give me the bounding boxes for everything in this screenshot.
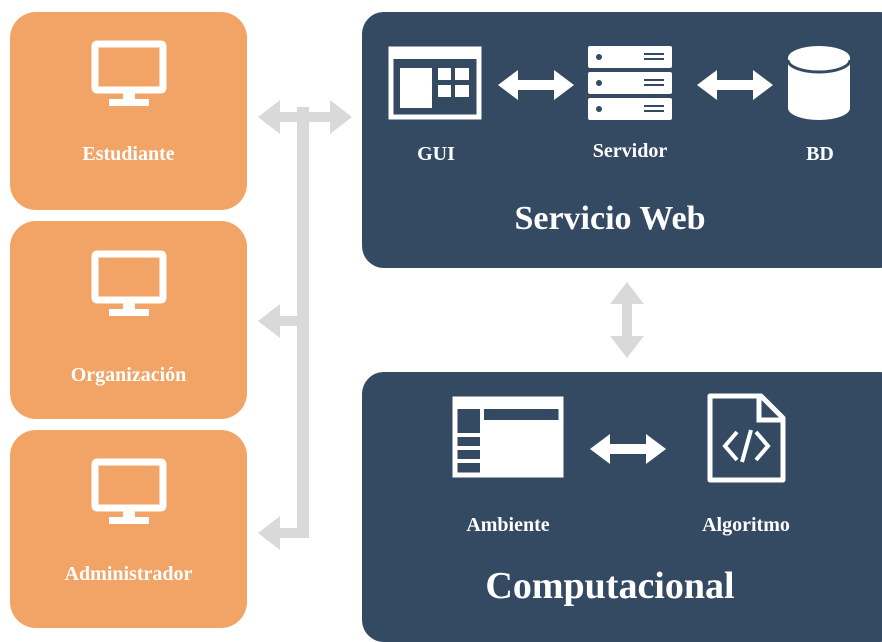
database-icon	[786, 46, 852, 120]
client-label: Administrador	[64, 563, 193, 585]
node-label-ambiente: Ambiente	[466, 514, 550, 536]
web-service-title: Servicio Web	[514, 200, 706, 237]
computational-panel	[362, 372, 882, 642]
arrow-left-head-middle	[258, 304, 280, 338]
double-arrow-icon	[498, 70, 574, 100]
monitor-icon	[91, 40, 167, 106]
client-box-estudiante: Estudiante	[10, 12, 247, 210]
client-label: Estudiante	[82, 143, 175, 165]
double-arrow-icon	[590, 434, 666, 464]
gui-window-icon	[388, 46, 482, 120]
arrow-up-head	[610, 282, 644, 304]
table-grid-icon	[452, 396, 564, 478]
arrow-right-head-top	[330, 100, 352, 134]
client-box-administrador: Administrador	[10, 430, 247, 628]
arrow-clients-to-web-shaft	[276, 112, 332, 122]
computational-title: Computacional	[485, 565, 735, 607]
arrow-web-computational-shaft	[622, 300, 632, 342]
monitor-icon	[91, 250, 167, 316]
node-label-gui: GUI	[417, 143, 455, 165]
arrow-left-head-bottom	[258, 516, 280, 550]
monitor-icon	[91, 458, 167, 524]
client-label: Organización	[70, 364, 187, 386]
arrow-down-head	[610, 336, 644, 358]
code-file-icon	[707, 393, 786, 483]
node-label-servidor: Servidor	[592, 140, 668, 162]
node-label-algoritmo: Algoritmo	[702, 514, 790, 536]
node-label-bd: BD	[806, 143, 834, 165]
double-arrow-icon	[697, 70, 773, 100]
arrow-left-head-top	[258, 100, 280, 134]
arrow-administrador-shaft	[276, 528, 303, 538]
connectors	[258, 100, 644, 550]
server-icon	[588, 46, 672, 120]
arrow-organizacion-shaft	[276, 316, 303, 326]
client-box-organizacion: Organización	[10, 221, 247, 419]
